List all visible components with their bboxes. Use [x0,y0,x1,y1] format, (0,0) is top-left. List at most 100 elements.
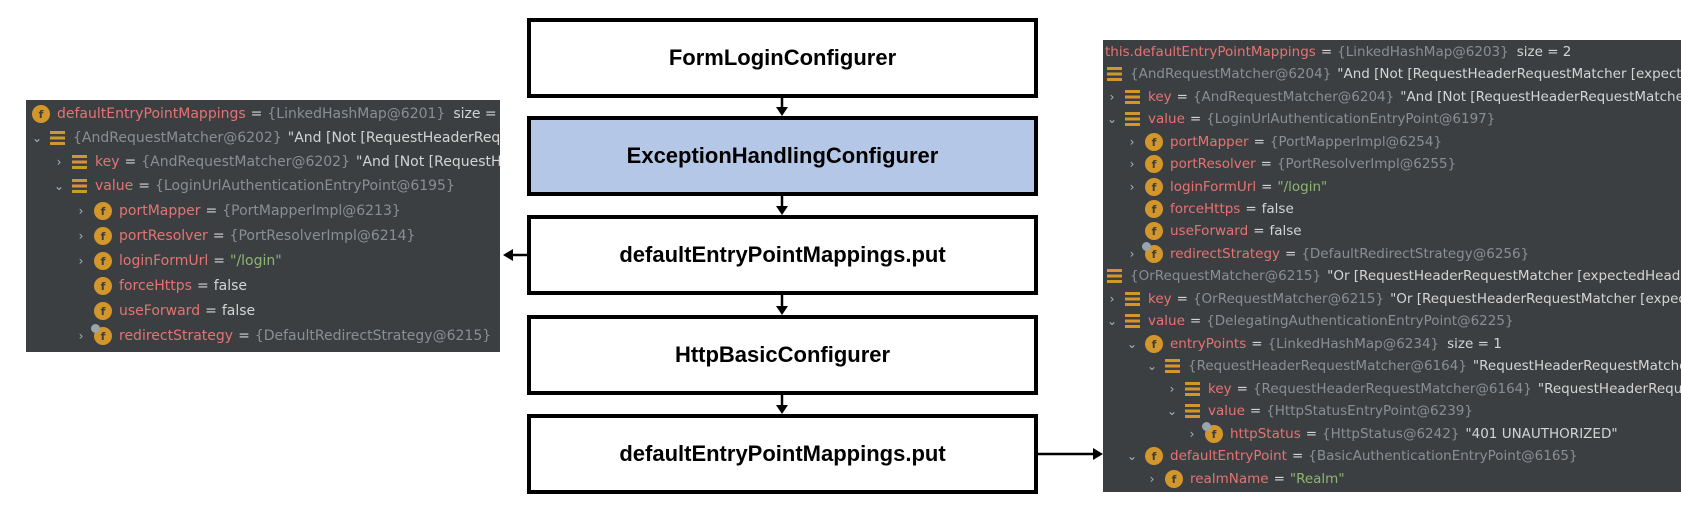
list-icon [72,179,87,193]
tree-row[interactable]: f useForward = false [1103,219,1681,243]
tree-row[interactable]: › f httpStatus = {HttpStatus@6242} "401 … [1103,422,1681,446]
field-name: value [95,178,134,194]
chevron-down-icon[interactable]: ⌄ [53,179,65,193]
arrow-down-4 [776,395,788,414]
tree-row[interactable]: {AndRequestMatcher@6204} "And [Not [Requ… [1103,62,1681,86]
chevron-right-icon[interactable]: › [1129,157,1135,171]
field-name: portResolver [119,228,208,244]
field-value: "RequestHeaderRequestMatcher [expectedHe… [1537,381,1681,397]
chevron-right-icon[interactable]: › [56,155,62,169]
chevron-right-icon[interactable]: › [78,329,84,343]
type-ref: {PortResolverImpl@6214} [229,228,416,244]
list-icon [1185,382,1200,396]
tree-row[interactable]: › key = {OrRequestMatcher@6215} "Or [Req… [1103,287,1681,311]
locked-field-icon: f [1142,242,1163,263]
chevron-right-icon[interactable]: › [78,254,84,268]
type-ref: {PortMapperImpl@6213} [222,203,401,219]
field-name: key [1208,381,1232,397]
list-icon [1125,314,1140,328]
equals-sign: = [1176,89,1188,105]
tree-row[interactable]: ⌄ value = {HttpStatusEntryPoint@6239} [1103,399,1681,423]
chevron-right-icon[interactable]: › [1149,472,1155,486]
chevron-right-icon[interactable]: › [1109,90,1115,104]
tree-row[interactable]: › f portResolver = {PortResolverImpl@621… [26,224,500,248]
type-ref: {RequestHeaderRequestMatcher@6164} [1252,381,1532,397]
field-icon: f [94,252,112,270]
tree-row[interactable]: › f redirectStrategy = {DefaultRedirectS… [1103,242,1681,266]
field-name: portResolver [1170,156,1256,172]
equals-sign: = [1236,381,1248,397]
chevron-down-icon[interactable]: ⌄ [1106,112,1118,126]
field-name: portMapper [1170,134,1249,150]
field-name: value [1148,313,1185,329]
string-value: "Realm" [1289,471,1345,487]
tree-row[interactable]: {OrRequestMatcher@6215} "Or [RequestHead… [1103,264,1681,288]
field-name: value [1148,111,1185,127]
tree-row[interactable]: › f portMapper = {PortMapperImpl@6213} [26,199,500,223]
type-ref: {DelegatingAuthenticationEntryPoint@6225… [1206,313,1514,329]
tree-row[interactable]: ⌄ {RequestHeaderRequestMatcher@6164} "Re… [1103,354,1681,378]
tree-row[interactable]: ⌄ value = {DelegatingAuthenticationEntry… [1103,309,1681,333]
type-ref: {LinkedHashMap@6234} [1267,336,1440,352]
chevron-down-icon[interactable]: ⌄ [1146,359,1158,373]
tree-row[interactable]: ⌄ value = {LoginUrlAuthenticationEntryPo… [1103,107,1681,131]
field-value: "And [Not [RequestHeaderRequestMatcher [… [1400,89,1681,105]
chevron-down-icon[interactable]: ⌄ [31,131,43,145]
left-debugger-panel: f defaultEntryPointMappings = {LinkedHas… [26,100,500,352]
field-icon: f [1145,155,1163,173]
chevron-down-icon[interactable]: ⌄ [1166,404,1178,418]
chevron-right-icon[interactable]: › [1129,180,1135,194]
chevron-down-icon[interactable]: ⌄ [1126,337,1138,351]
equals-sign: = [1245,201,1257,217]
tree-row[interactable]: f forceHttps = false [26,274,500,298]
tree-row[interactable]: › f loginFormUrl = "/login" [1103,175,1681,199]
chevron-right-icon[interactable]: › [78,229,84,243]
tree-row[interactable]: › f redirectStrategy = {DefaultRedirectS… [26,324,500,348]
tree-row[interactable]: › key = {AndRequestMatcher@6204} "And [N… [1103,85,1681,109]
field-icon: f [1145,222,1163,240]
tree-row[interactable]: f forceHttps = false [1103,197,1681,221]
field-name: portMapper [119,203,201,219]
tree-row[interactable]: › f portMapper = {PortMapperImpl@6254} [1103,130,1681,154]
arrow-down-2 [776,196,788,215]
field-value: "Or [RequestHeaderRequestMatcher [expect… [1390,291,1681,307]
tree-row[interactable]: › f portResolver = {PortResolverImpl@625… [1103,152,1681,176]
tree-row[interactable]: ⌄ f entryPoints = {LinkedHashMap@6234} s… [1103,332,1681,356]
equals-sign: = [1176,291,1188,307]
equals-sign: = [1189,111,1202,127]
chevron-right-icon[interactable]: › [1129,247,1135,261]
type-ref: {HttpStatusEntryPoint@6239} [1266,403,1473,419]
equals-sign: = [212,228,225,244]
equals-sign: = [196,278,209,294]
tree-row[interactable]: › key = {AndRequestMatcher@6202} "And [N… [26,150,500,174]
tree-row[interactable]: ⌄ {AndRequestMatcher@6202} "And [Not [Re… [26,126,500,150]
tree-row[interactable]: › f realmName = "Realm" [1103,467,1681,491]
field-icon: f [1145,178,1163,196]
tree-row[interactable]: ⌄ value = {LoginUrlAuthenticationEntryPo… [26,174,500,198]
chevron-right-icon[interactable]: › [78,204,84,218]
equals-sign: = [138,178,150,194]
chevron-right-icon[interactable]: › [1129,135,1135,149]
tree-row[interactable]: › f loginFormUrl = "/login" [26,249,500,273]
field-value: size = 1 [1447,336,1502,352]
field-icon: f [1145,447,1163,465]
tree-row[interactable]: › key = {RequestHeaderRequestMatcher@616… [1103,377,1681,401]
tree-row[interactable]: f defaultEntryPointMappings = {LinkedHas… [26,102,500,126]
locked-field-icon: f [1202,422,1223,443]
chevron-right-icon[interactable]: › [1109,292,1115,306]
tree-row[interactable]: f useForward = false [26,299,500,323]
chevron-down-icon[interactable]: ⌄ [1106,314,1118,328]
tree-row[interactable]: ⌄ f defaultEntryPoint = {BasicAuthentica… [1103,444,1681,468]
field-value: false [1261,201,1294,217]
chevron-down-icon[interactable]: ⌄ [1126,449,1138,463]
field-value: "401 UNAUTHORIZED" [1465,426,1618,442]
chevron-right-icon[interactable]: › [1189,427,1195,441]
tree-row[interactable]: this.defaultEntryPointMappings = {Linked… [1103,40,1681,64]
equals-sign: = [238,328,250,344]
type-ref: {DefaultRedirectStrategy@6215} [254,328,492,344]
field-value: "And [Not [RequestHeaderRequestMatcher [… [356,154,500,170]
type-ref: {AndRequestMatcher@6204} [1130,66,1332,82]
chevron-right-icon[interactable]: › [1169,382,1175,396]
flow-box-label: defaultEntryPointMappings.put [619,242,946,267]
string-value: "/login" [1277,179,1328,195]
